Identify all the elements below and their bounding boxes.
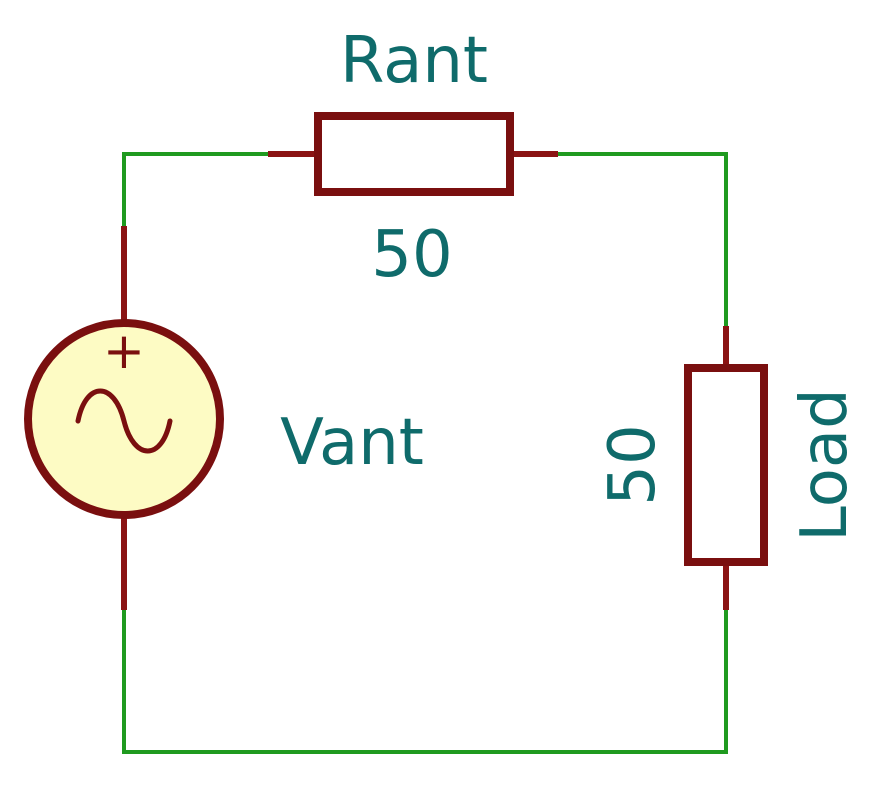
- wire-bottom: [122, 608, 728, 754]
- source-polarity-mark: +: [103, 322, 145, 380]
- resistor-load: 50 Load: [596, 326, 862, 610]
- wire-top-left: [122, 152, 270, 228]
- resistor-load-reference: Load: [788, 388, 862, 542]
- source-reference: Vant: [280, 406, 424, 480]
- resistor-rant: Rant 50: [268, 24, 558, 292]
- resistor-rant-body: [314, 112, 514, 196]
- resistor-rant-reference: Rant: [340, 24, 488, 98]
- resistor-load-body: [684, 364, 768, 566]
- wires: [122, 152, 728, 754]
- resistor-load-value: 50: [596, 424, 670, 505]
- resistor-rant-value: 50: [371, 218, 452, 292]
- wire-top-right: [556, 152, 728, 328]
- voltage-source-vant: + Vant: [24, 226, 424, 610]
- sine-wave-icon: [75, 388, 173, 454]
